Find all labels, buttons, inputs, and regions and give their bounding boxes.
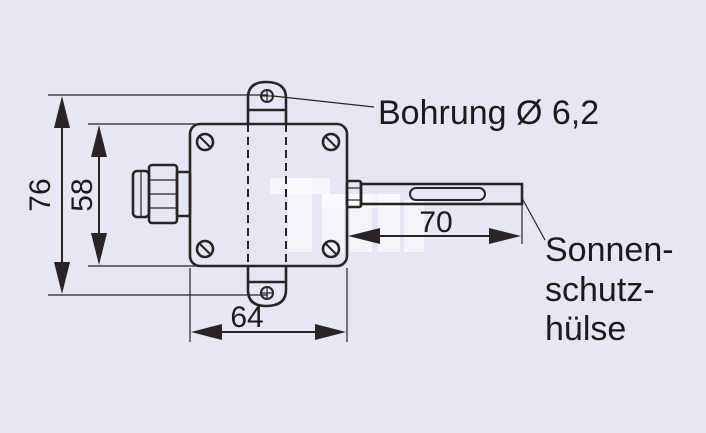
probe-sensor (345, 179, 524, 209)
dimension-64-label: 64 (230, 301, 263, 334)
leader-lines (272, 95, 546, 241)
sleeve-label-line1: Sonnen- (545, 231, 674, 269)
dimension-70: 70 (348, 206, 521, 244)
screw-top-left (195, 132, 215, 152)
dimension-76-label: 76 (24, 178, 57, 211)
cable-gland (131, 163, 192, 225)
sleeve-label-line3: hülse (545, 310, 626, 348)
hole-label: Bohrung Ø 6,2 (378, 94, 599, 132)
mounting-hole-bottom (260, 286, 274, 300)
dimension-58-label: 58 (66, 178, 99, 211)
dimension-70-label: 70 (419, 206, 452, 239)
dimension-76: 76 (24, 96, 70, 294)
mounting-hole-top (260, 89, 274, 103)
screw-bottom-left (195, 239, 215, 259)
screw-bottom-right (321, 239, 341, 259)
extension-lines (48, 94, 523, 342)
mounting-bracket (246, 80, 288, 308)
sleeve-label-line2: schutz- (545, 271, 655, 309)
dimension-58: 58 (66, 125, 107, 265)
screw-top-right (321, 132, 341, 152)
dimension-64: 64 (191, 301, 346, 340)
